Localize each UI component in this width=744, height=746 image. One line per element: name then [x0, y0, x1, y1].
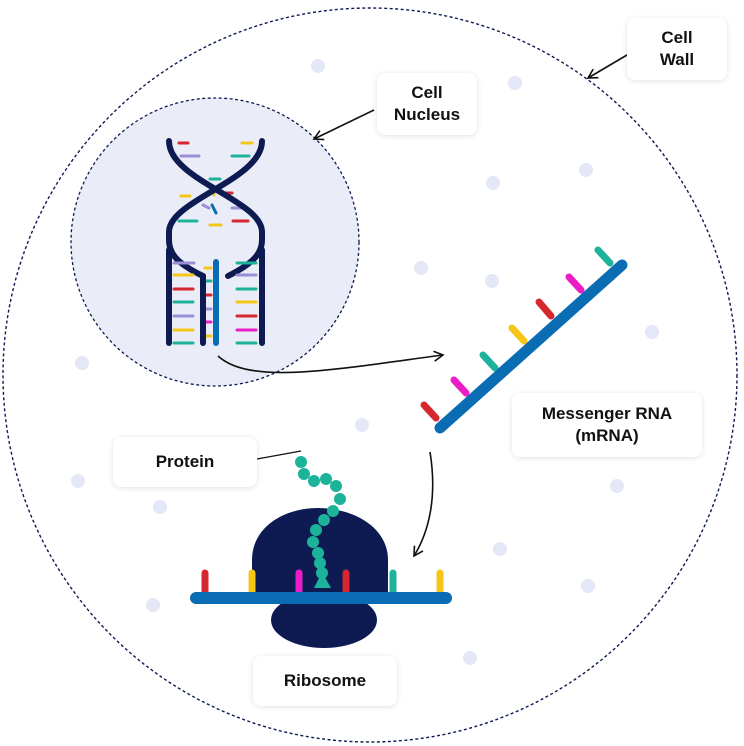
- nucleus-pointer: [312, 109, 375, 141]
- cell-wall-label: Cell Wall: [627, 18, 727, 80]
- protein-label: Protein: [113, 437, 257, 487]
- mrna-strand: [420, 246, 628, 434]
- cell-nucleus-label: Cell Nucleus: [377, 73, 477, 135]
- cell-wall-pointer: [586, 54, 628, 79]
- dna-double-helix: [166, 138, 265, 346]
- ribosome-label: Ribosome: [253, 656, 397, 706]
- cell-nucleus: [70, 97, 360, 387]
- protein-chain: [295, 456, 346, 579]
- translation-arrow: [413, 451, 434, 558]
- protein-pointer: [256, 450, 302, 460]
- transcription-arrow: [217, 350, 445, 374]
- cytoplasm-dots: [71, 59, 659, 665]
- messenger-rna-label: Messenger RNA (mRNA): [512, 393, 702, 457]
